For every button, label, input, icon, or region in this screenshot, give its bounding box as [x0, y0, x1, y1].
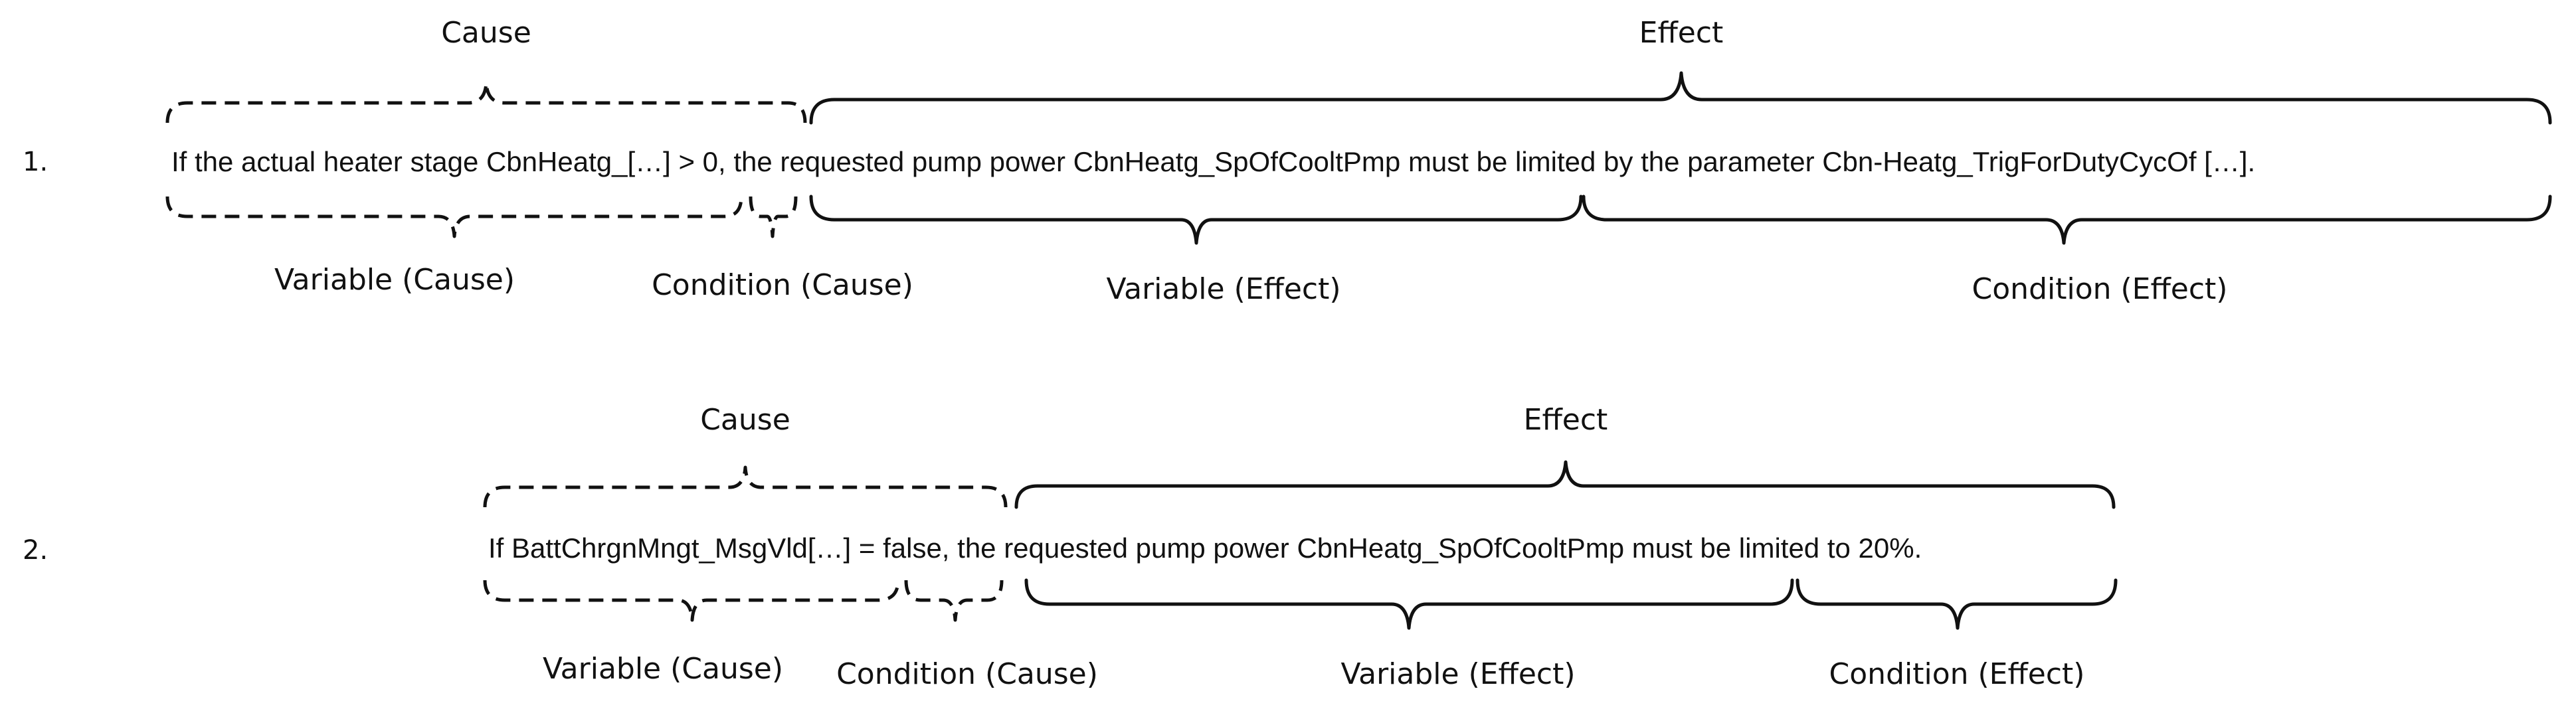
condition-cause-label: Condition (Cause) [836, 657, 1098, 691]
ex1-effect-brace-top [809, 71, 2552, 125]
variable-effect-label: Variable (Effect) [1340, 657, 1576, 691]
effect-label: Effect [1523, 403, 1608, 437]
item-number: 2. [23, 535, 48, 566]
ex2-condition-effect-brace-bottom [1795, 578, 2118, 630]
ex1-condition-cause-brace-bottom [749, 196, 798, 238]
ex1-variable-effect-brace-bottom [809, 195, 1583, 245]
ex2-condition-cause-brace-bottom [904, 580, 1004, 622]
requirement-sentence: If BattChrgnMngt_MsgVld[…] = false, the … [488, 532, 1922, 564]
cause-label: Cause [700, 403, 790, 437]
effect-label: Effect [1639, 16, 1724, 50]
ex2-variable-cause-brace-bottom [483, 580, 900, 622]
item-number: 1. [23, 147, 48, 177]
variable-cause-label: Variable (Cause) [542, 652, 784, 686]
cause-label: Cause [441, 16, 531, 50]
ex1-condition-effect-brace-bottom [1582, 195, 2552, 245]
ex1-variable-cause-brace-bottom [165, 196, 743, 238]
requirement-sentence: If the actual heater stage CbnHeatg_[…] … [171, 146, 2256, 177]
variable-effect-label: Variable (Effect) [1106, 272, 1341, 306]
ex2-effect-brace-top [1014, 460, 2116, 509]
condition-cause-label: Condition (Cause) [652, 268, 913, 302]
ex2-variable-effect-brace-bottom [1024, 578, 1794, 630]
condition-effect-label: Condition (Effect) [1972, 272, 2228, 306]
variable-cause-label: Variable (Cause) [274, 263, 515, 297]
condition-effect-label: Condition (Effect) [1829, 657, 2085, 691]
ex2-cause-brace-top [483, 465, 1008, 508]
ex1-cause-brace-top [165, 81, 807, 123]
